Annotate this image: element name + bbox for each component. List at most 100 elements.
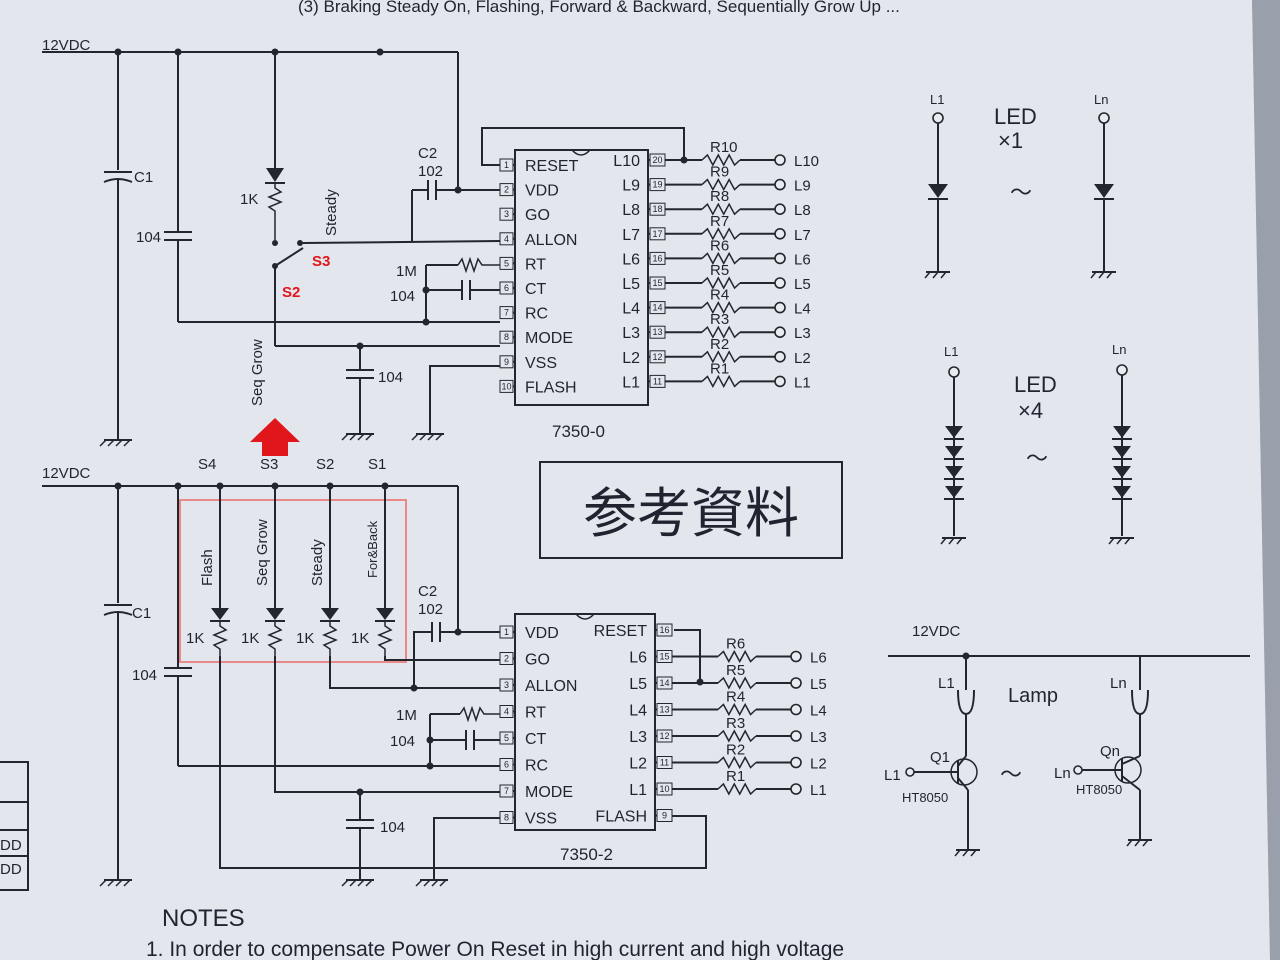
ground-icon [924, 271, 950, 279]
top-right-pin-label: L8 [622, 202, 640, 219]
bottom-left-pin-num: 5 [504, 733, 509, 743]
top-right-pin-label: L7 [622, 227, 640, 244]
top-right-pin-label: L1 [622, 374, 640, 391]
top-right-pin-num: 16 [652, 253, 662, 263]
top-right-pin-num: 14 [652, 303, 662, 313]
bottom-right-pin-num: 13 [659, 705, 669, 715]
top-right-pin-num: 18 [652, 204, 662, 214]
mode-label: Flash [199, 549, 216, 586]
ground-icon [415, 879, 448, 887]
mode-resistor-label: 1K [351, 630, 369, 647]
bottom-right-pin-num: 14 [659, 678, 669, 688]
bottom-right-output-label: L5 [810, 676, 827, 693]
mode-label: Steady [309, 539, 326, 586]
lamp-qn: Qn [1100, 743, 1120, 760]
bottom-right-resistor-label: R6 [726, 636, 745, 653]
lamp-title: Lamp [1008, 685, 1058, 707]
bottom-c1-label: C1 [132, 605, 151, 622]
top-left-pin-label: CT [525, 281, 547, 298]
top-c-mode-label: 104 [378, 369, 403, 386]
ic-7350-0 [514, 149, 649, 406]
lamp-supply: 12VDC [912, 623, 961, 640]
bottom-right-resistor-label: R5 [726, 662, 745, 679]
bottom-right-pin-num: 16 [659, 625, 669, 635]
switch-s2: S2 [316, 456, 334, 473]
ground-icon [1090, 271, 1116, 279]
mode-resistor-label: 1K [241, 630, 259, 647]
top-right-pin-num: 20 [652, 155, 662, 165]
bottom-right-output-terminal [790, 650, 802, 663]
top-right-pin-num: 17 [652, 229, 662, 239]
ground-icon [99, 879, 132, 887]
top-right-output-terminal [774, 154, 786, 166]
bottom-left-pin-num: 2 [504, 654, 509, 664]
bottom-left-pin-label: GO [525, 652, 550, 669]
top-right-resistor-label: R5 [710, 262, 729, 279]
switch-s1: S1 [368, 456, 386, 473]
top-c2-label: C2 [418, 145, 437, 162]
bottom-right-output-terminal [790, 677, 802, 689]
top-rt-label: 1M [396, 263, 417, 280]
top-s2-label: S2 [282, 284, 300, 301]
mode-label: Seq Grow [254, 519, 271, 586]
bottom-left-pin-label: ALLON [525, 678, 577, 695]
bottom-right-output-label: L4 [810, 703, 827, 720]
ground-icon [954, 849, 980, 857]
top-r-led-label: 1K [240, 191, 258, 208]
top-supply-label: 12VDC [42, 37, 91, 54]
bottom-right-output-label: L2 [810, 756, 827, 773]
top-right-output-label: L9 [794, 178, 811, 195]
header-fragment: (3) Braking Steady On, Flashing, Forward… [298, 0, 900, 16]
top-right-output-terminal [774, 350, 786, 363]
top-right-output-label: L4 [794, 301, 811, 318]
top-right-output-label: L1 [794, 374, 811, 391]
top-right-resistor-label: R1 [710, 360, 729, 377]
bottom-right-pin-num: 9 [662, 811, 667, 821]
bottom-left-pin-label: VDD [525, 625, 559, 642]
led-icon [376, 608, 394, 620]
bottom-left-pin-num: 8 [504, 813, 509, 823]
stamp-text: 参考資料 [583, 484, 799, 544]
bottom-right-pin-num: 11 [660, 758, 669, 768]
mode-resistor-label: 1K [186, 630, 204, 647]
bottom-right-output-label: L6 [810, 650, 827, 667]
led-icon [211, 608, 229, 620]
lamp-q1: Q1 [930, 749, 950, 766]
bottom-c2-label: C2 [418, 583, 437, 600]
top-left-pin-num: 9 [504, 357, 509, 367]
top-steady-label: Steady [323, 189, 340, 236]
bottom-right-pin-label: FLASH [595, 809, 647, 826]
top-seqgrow-label: Seq Grow [249, 339, 266, 406]
bottom-left-pin-num: 4 [504, 707, 509, 717]
mode-label: For&Back [365, 520, 380, 578]
top-left-pin-label: RC [525, 306, 548, 323]
top-right-resistor-label: R3 [710, 311, 729, 328]
led-x4-panel: L1 Ln LED ×4 ～ [940, 342, 1134, 545]
ground-icon [1108, 537, 1134, 545]
top-right-resistor-label: R6 [710, 237, 729, 254]
arrow-up-icon [250, 418, 300, 456]
bottom-c104-label: 104 [132, 667, 157, 684]
ground-icon [99, 439, 132, 447]
bottom-right-pin-label: L3 [629, 729, 647, 746]
lamp-input-l1: L1 [884, 767, 901, 784]
margin-text-2: DD [0, 861, 22, 878]
bottom-right-output-terminal [790, 730, 802, 742]
bottom-right-output-terminal [790, 756, 802, 769]
top-right-resistor-label: R8 [710, 188, 729, 205]
ic-7350-2 [514, 613, 656, 831]
top-circuit: 12VDC C1 104 1K Steady S3 S2 Seq Grow [42, 37, 819, 447]
desk-edge [1252, 0, 1280, 960]
bottom-right-output-label: L1 [810, 782, 827, 799]
top-left-pin-num: 2 [504, 185, 509, 195]
led-icon [1113, 486, 1131, 498]
lamp-panel: 12VDC L1 Ln L1 Ln Q1 Qn HT8050 HT8050 La… [884, 623, 1250, 857]
top-left-pin-num: 7 [504, 308, 509, 318]
bottom-ct-label: 104 [390, 733, 415, 750]
bottom-c-mode-label: 104 [380, 819, 405, 836]
switch-s4: S4 [198, 456, 216, 473]
bottom-left-pin-label: CT [525, 731, 547, 748]
top-left-pin-label: ALLON [525, 232, 577, 249]
top-right-output-terminal [774, 277, 786, 289]
